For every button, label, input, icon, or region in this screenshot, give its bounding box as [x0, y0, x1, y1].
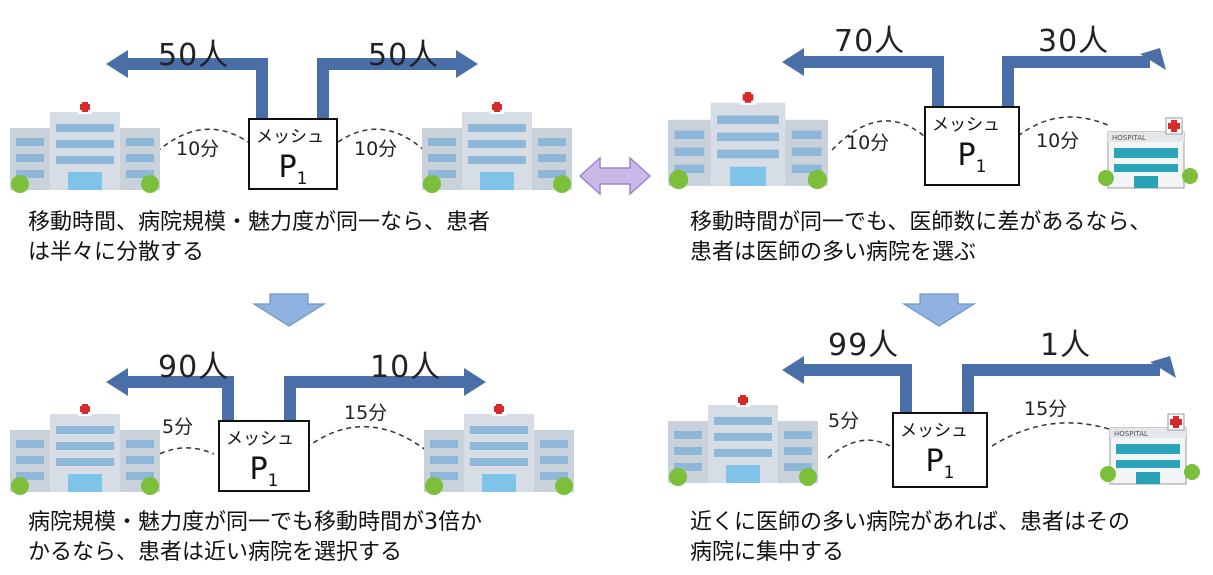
small-hospital-icon: HOSPITAL — [1100, 413, 1200, 485]
left-travel-time: 10分 — [176, 138, 220, 160]
arrow-right-head — [1140, 48, 1166, 70]
mesh-point-label: P1 — [925, 444, 955, 483]
arrow-left-head — [106, 368, 128, 396]
mesh-point-label: P1 — [278, 150, 308, 189]
right-travel-time: 10分 — [354, 138, 398, 160]
large-hospital-icon — [668, 393, 818, 486]
right-travel-time: 15分 — [1024, 398, 1068, 420]
arrow-right-head — [456, 50, 478, 78]
down-arrow-icon — [902, 293, 976, 327]
right-patient-count: 50人 — [368, 38, 440, 73]
dashed-route-right — [991, 422, 1113, 447]
left-patient-count: 50人 — [158, 38, 230, 73]
left-patient-count: 99人 — [828, 328, 900, 363]
arrow-right-head — [464, 368, 486, 396]
scenario-caption: 移動時間が同一でも、医師数に差があるなら、 患者は医師の多い病院を選ぶ — [690, 210, 1152, 265]
scenario-panel-4: 99人 1人 メッシュ P1 5分 15分 HOSPITAL 近くに医師の多い病… — [620, 290, 1210, 570]
svg-text:HOSPITAL: HOSPITAL — [1114, 430, 1148, 438]
scenario-caption: 移動時間、病院規模・魅力度が同一なら、患者 は半々に分散する — [28, 210, 491, 265]
dashed-route-left — [831, 120, 925, 151]
large-hospital-icon — [424, 402, 574, 495]
left-patient-count: 90人 — [158, 350, 230, 385]
mesh-point-label: P1 — [957, 138, 987, 177]
left-travel-time: 5分 — [828, 410, 860, 432]
small-hospital-icon: HOSPITAL — [1098, 117, 1198, 189]
scenario-caption: 近くに医師の多い病院があれば、患者はその 病院に集中する — [690, 510, 1131, 565]
arrow-left-head — [782, 356, 804, 384]
mesh-label: メッシュ — [256, 127, 324, 147]
arrow-right-head — [1150, 356, 1176, 378]
scenario-panel-2: 70人 30人 メッシュ P1 10分 10分 HOSPITAL 移動時間が同一… — [620, 0, 1210, 280]
flow-arrows — [106, 368, 486, 461]
large-hospital-icon — [668, 89, 828, 190]
right-patient-count: 10人 — [370, 350, 442, 385]
arrow-left-head — [106, 50, 128, 78]
mesh-box: メッシュ P1 — [248, 118, 338, 190]
left-patient-count: 70人 — [834, 24, 906, 59]
mesh-label: メッシュ — [900, 421, 968, 441]
mesh-label: メッシュ — [932, 115, 1000, 135]
right-travel-time: 10分 — [1036, 130, 1080, 152]
mesh-box: メッシュ P1 — [218, 420, 310, 492]
scenario-caption: 病院規模・魅力度が同一でも移動時間が3倍か かるなら、患者は近い病院を選択する — [28, 510, 482, 565]
dashed-route-right — [305, 425, 439, 461]
left-travel-time: 5分 — [162, 416, 194, 438]
mesh-box: メッシュ P1 — [924, 106, 1020, 186]
down-arrow-icon — [252, 293, 326, 327]
large-hospital-icon — [422, 100, 572, 193]
large-hospital-icon — [10, 402, 160, 495]
mesh-box: メッシュ P1 — [892, 412, 988, 488]
mesh-label: メッシュ — [226, 429, 294, 449]
arrow-left-head — [782, 48, 804, 76]
right-travel-time: 15分 — [344, 402, 388, 424]
dashed-route-left — [827, 439, 891, 459]
scenario-panel-1: 50人 50人 メッシュ P1 10分 10分 移動時間、病院規模・魅力度が同 — [0, 0, 590, 280]
svg-text:HOSPITAL: HOSPITAL — [1112, 134, 1146, 142]
flow-arrows — [782, 356, 1176, 459]
dashed-route-left — [151, 447, 215, 459]
right-patient-count: 1人 — [1040, 328, 1092, 363]
compare-double-arrow-icon — [578, 156, 652, 196]
dashed-route-left — [149, 128, 249, 159]
left-travel-time: 10分 — [846, 132, 890, 154]
scenario-panel-3: 90人 10人 メッシュ P1 5分 15分 病院規模・魅力度が同一でも移動時 — [0, 290, 590, 570]
mesh-point-label: P1 — [249, 452, 279, 491]
dashed-route-right — [1017, 116, 1111, 137]
flow-arrows — [782, 48, 1166, 151]
large-hospital-icon — [10, 100, 160, 193]
right-patient-count: 30人 — [1038, 24, 1110, 59]
